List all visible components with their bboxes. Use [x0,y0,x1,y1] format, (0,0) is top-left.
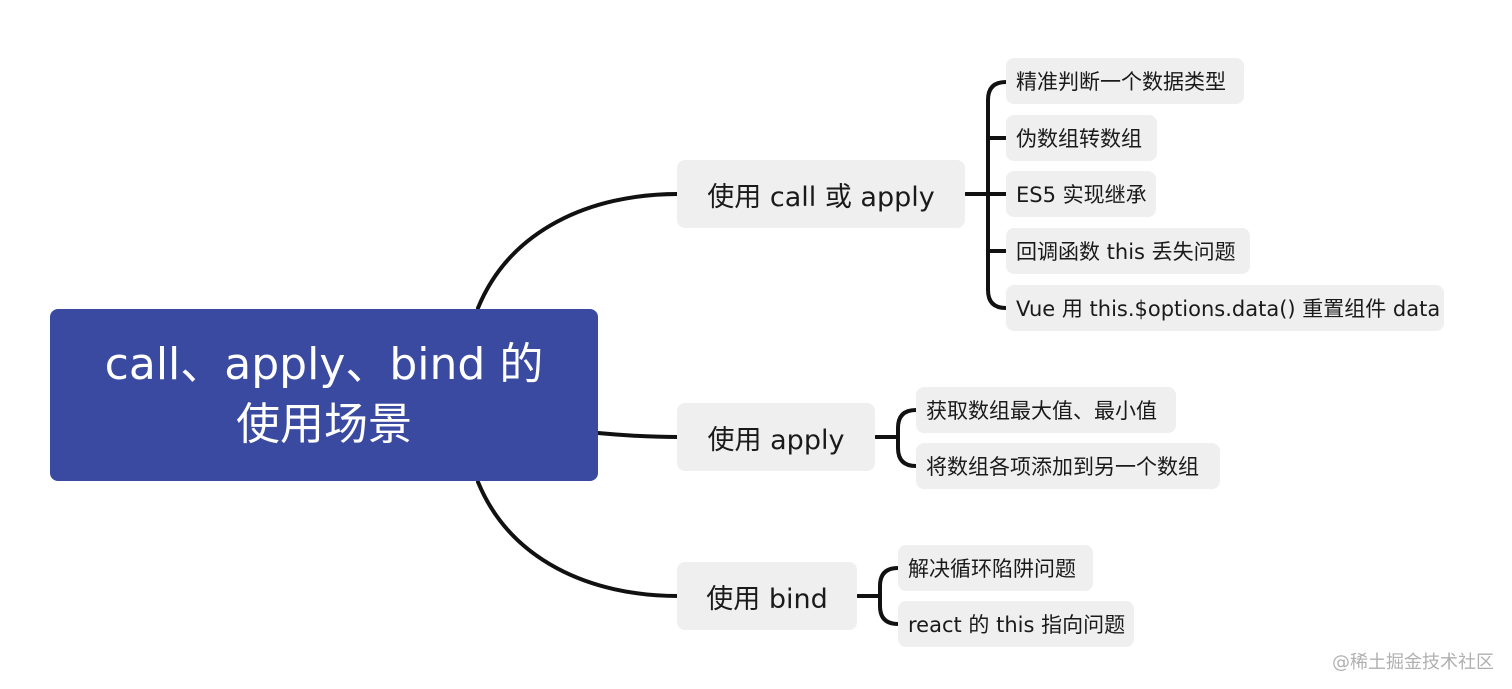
leaf-callback-this-lost: 回调函数 this 丢失问题 [1006,228,1250,274]
connector-root-branch-1 [476,192,680,310]
connector-root-branch-2 [596,431,680,439]
leaf-react-this: react 的 this 指向问题 [898,601,1134,647]
leaf-es5-inheritance: ES5 实现继承 [1006,171,1156,217]
connector-branch-3-bracket [878,566,900,626]
root-title-line-1: call、apply、bind 的 [104,339,544,390]
branch-bind: 使用 bind [677,562,857,630]
connector-branch-2-bracket [896,408,918,468]
root-node: call、apply、bind 的 使用场景 [50,309,598,481]
leaf-pseudo-array-to-array: 伪数组转数组 [1006,115,1157,161]
branch-call-or-apply: 使用 call 或 apply [677,160,965,228]
watermark: @稀土掘金技术社区 [1332,652,1494,673]
leaf-append-array-items: 将数组各项添加到另一个数组 [916,443,1220,489]
branch-apply: 使用 apply [677,403,875,471]
root-title-line-2: 使用场景 [236,399,412,450]
leaf-vue-reset-data: Vue 用 this.$options.data() 重置组件 data [1006,285,1444,331]
leaf-precise-type-check: 精准判断一个数据类型 [1006,58,1244,104]
leaf-loop-trap: 解决循环陷阱问题 [898,545,1093,591]
connector-root-branch-3 [476,480,680,598]
leaf-array-max-min: 获取数组最大值、最小值 [916,387,1176,433]
